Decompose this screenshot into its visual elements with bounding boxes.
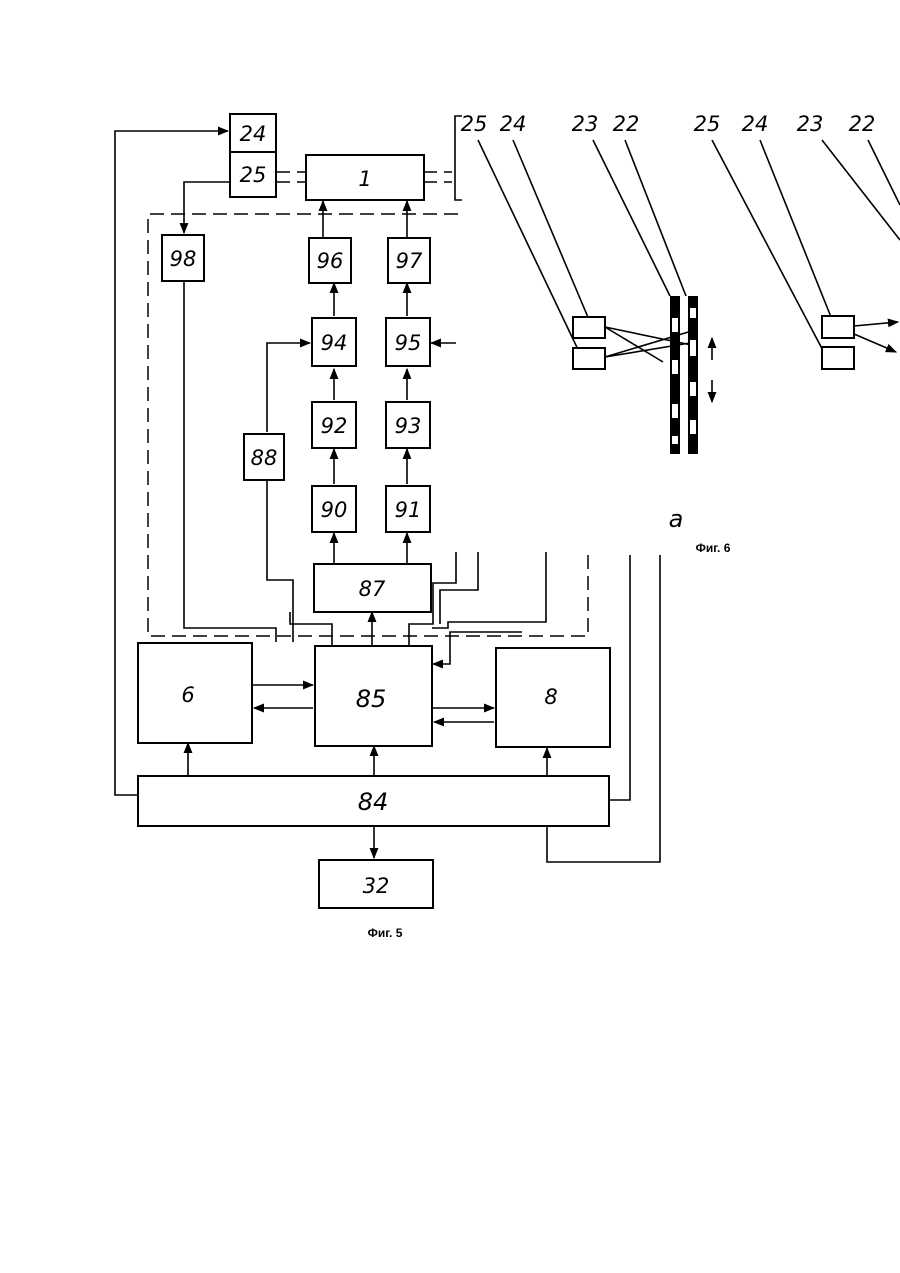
fig5-caption: Фиг. 5 <box>368 926 403 940</box>
fig6-diagram: 25 24 23 22 25 24 23 22 <box>461 112 900 555</box>
fig6b-sensor-24 <box>822 316 854 338</box>
fig6a-label-25: 25 <box>461 112 488 136</box>
label-8: 8 <box>544 685 557 709</box>
label-91: 91 <box>395 498 422 522</box>
label-84: 84 <box>358 788 389 816</box>
fig6-sub-label: a <box>669 505 684 533</box>
fig6b-label-23: 23 <box>797 112 824 136</box>
label-1: 1 <box>358 167 371 191</box>
block-6 <box>138 643 252 743</box>
label-98: 98 <box>170 247 197 271</box>
fig5-diagram: 24 25 1 98 96 97 94 95 92 93 88 90 91 87… <box>115 114 660 940</box>
fig6b-sensor-25 <box>822 347 854 369</box>
fig6a-label-22: 22 <box>613 112 640 136</box>
fig6a-sensor-24 <box>573 317 605 338</box>
label-6: 6 <box>181 683 194 707</box>
fig6a-sensor-25 <box>573 348 605 369</box>
label-94: 94 <box>321 331 348 355</box>
label-93: 93 <box>395 414 422 438</box>
fig6a-label-23: 23 <box>572 112 599 136</box>
label-96: 96 <box>317 249 344 273</box>
fig6b-label-22: 22 <box>849 112 876 136</box>
label-32: 32 <box>363 874 390 898</box>
label-88: 88 <box>251 446 278 470</box>
label-95: 95 <box>395 331 422 355</box>
label-25: 25 <box>240 163 267 187</box>
label-87: 87 <box>359 577 386 601</box>
label-85: 85 <box>356 685 387 713</box>
label-90: 90 <box>321 498 348 522</box>
label-92: 92 <box>321 414 348 438</box>
fig6b-label-25: 25 <box>694 112 721 136</box>
fig6a-label-24: 24 <box>500 112 527 136</box>
label-97: 97 <box>396 249 423 273</box>
label-24: 24 <box>240 122 267 146</box>
fig6b-label-24: 24 <box>742 112 769 136</box>
fig6-caption: Фиг. 6 <box>696 541 731 555</box>
